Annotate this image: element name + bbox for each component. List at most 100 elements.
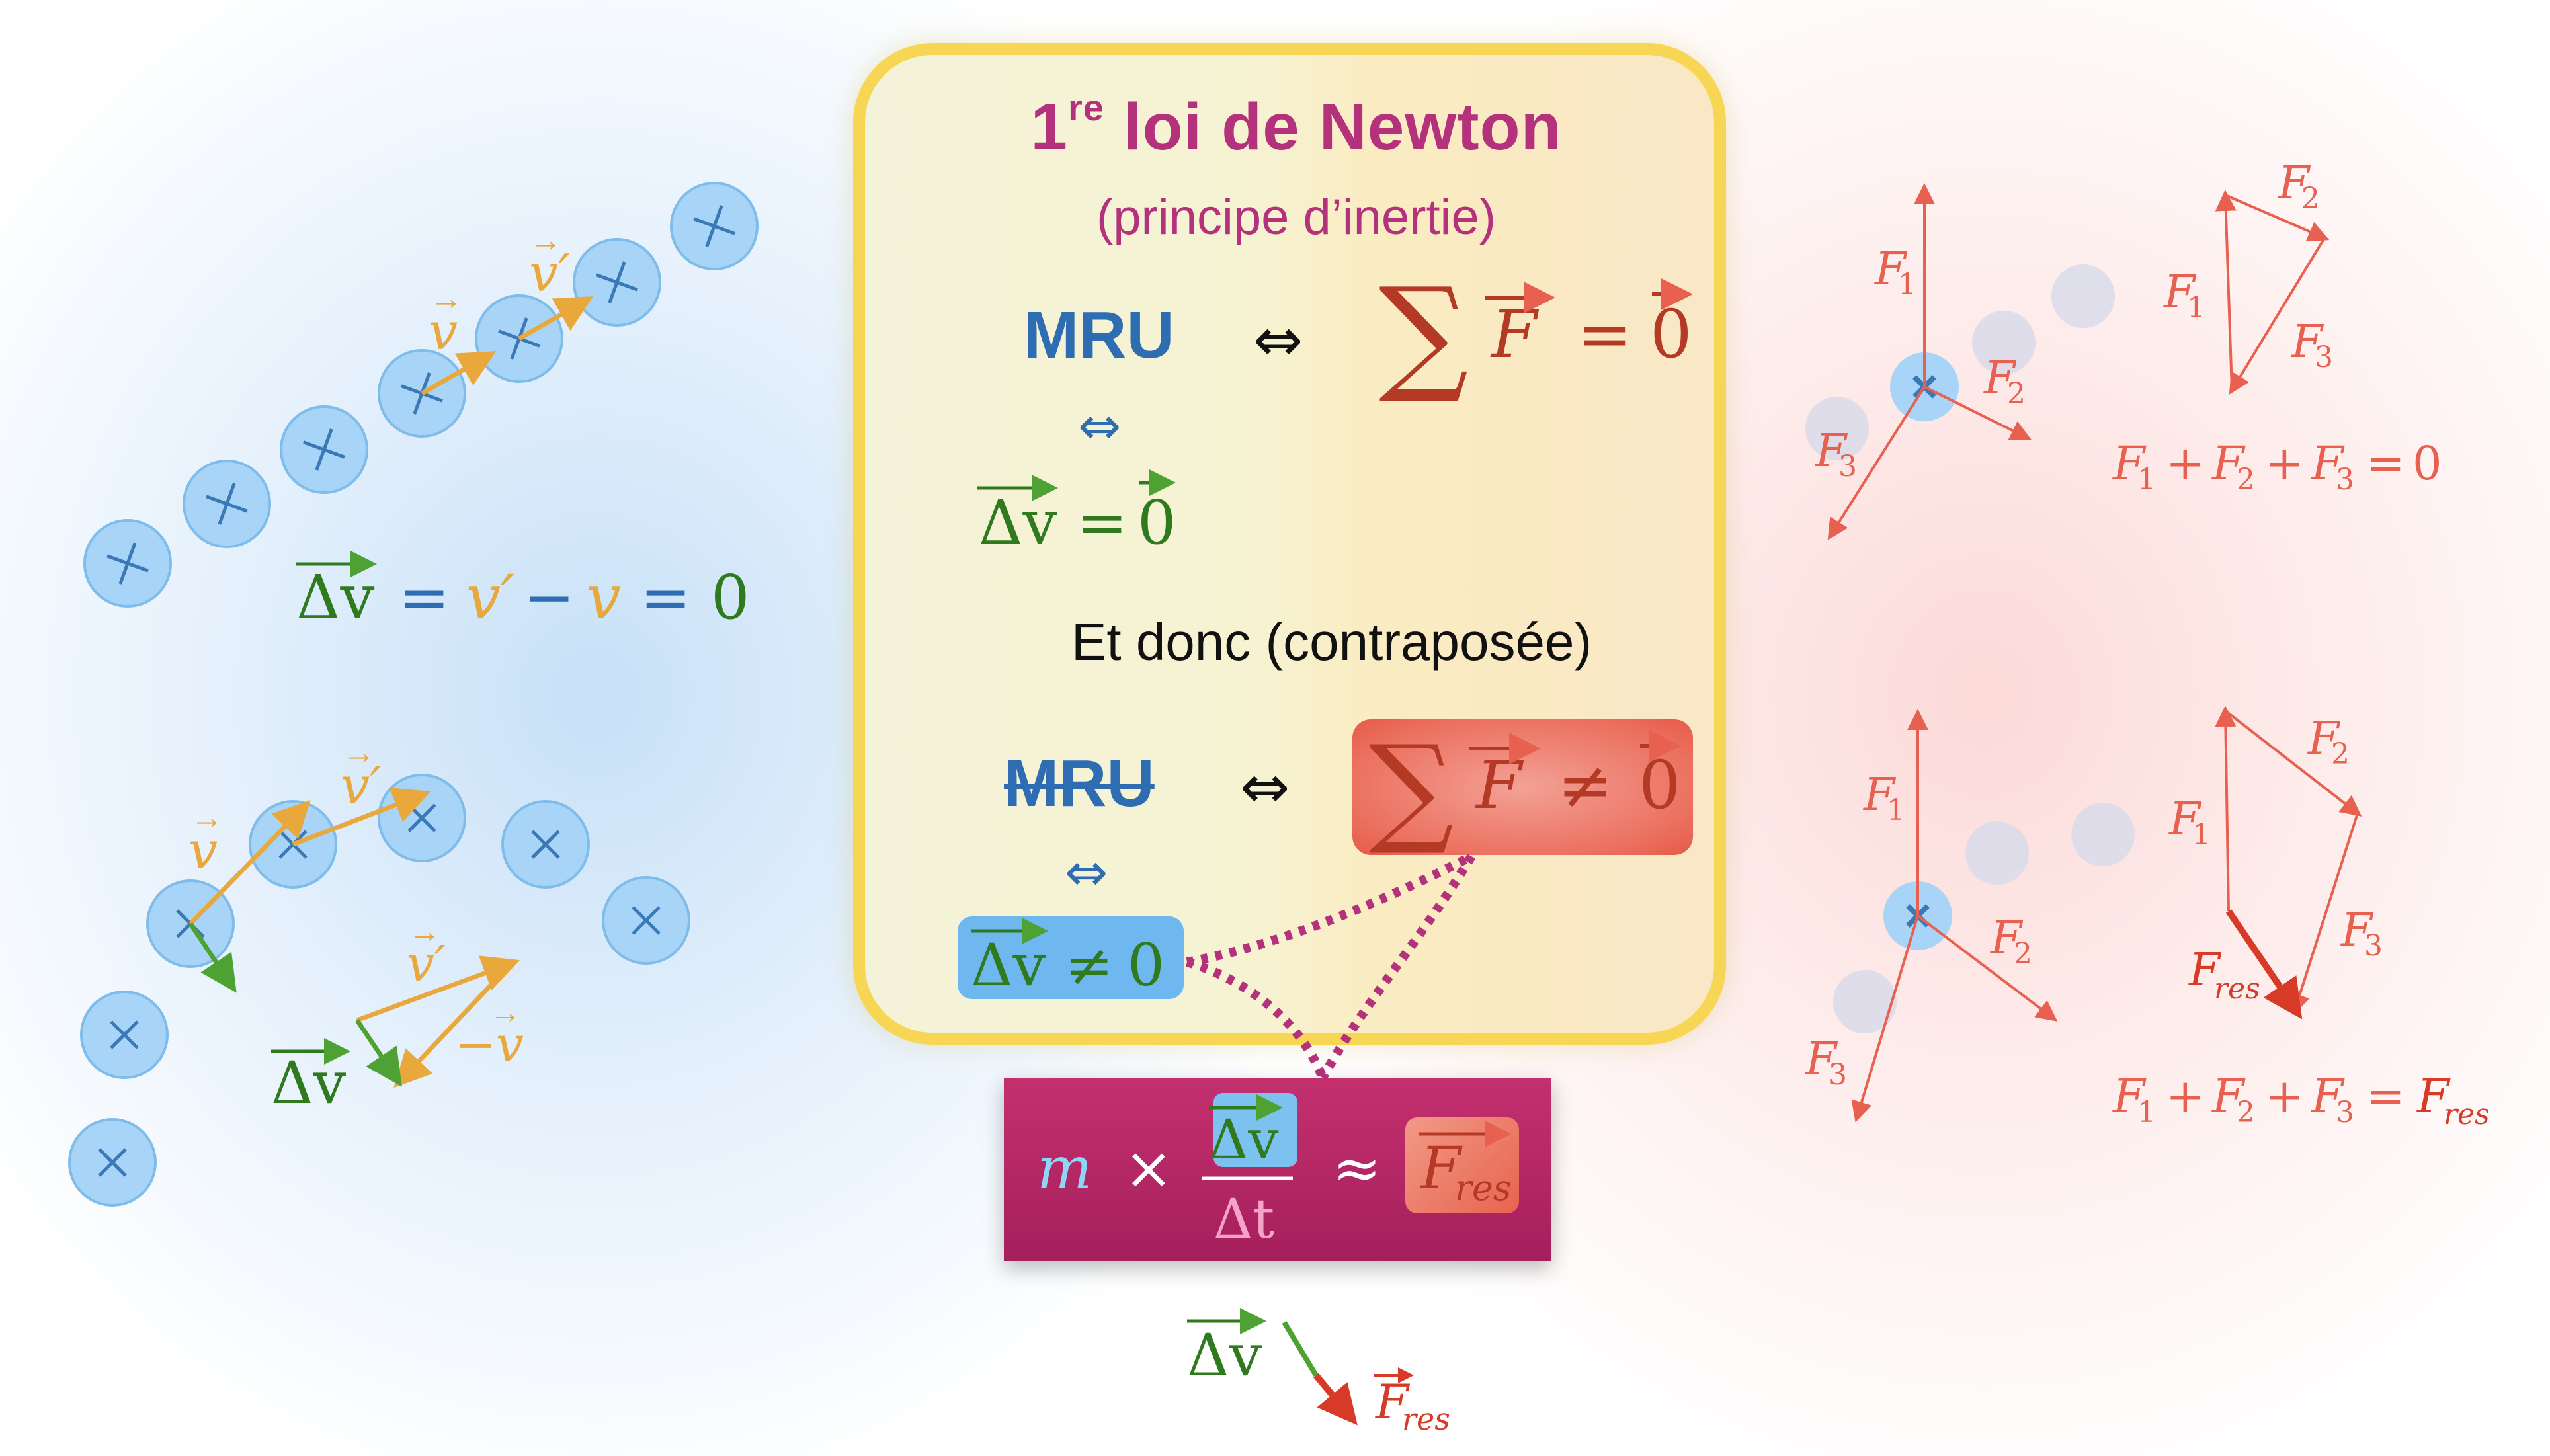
rb-tri-f3-sub: 3 [2364, 929, 2383, 963]
rt-f3: F [1814, 425, 1848, 477]
force-f: F [1490, 296, 1540, 373]
panel-delta-v: Δv [979, 487, 1057, 558]
eq-minus: − [524, 562, 575, 633]
numerator-highlight [1213, 1093, 1297, 1167]
zero-vector: 0 [1650, 296, 1692, 373]
curved-motion-particles [68, 774, 690, 1207]
panel-equals: = [1077, 487, 1128, 558]
particle [602, 876, 690, 965]
formula-denominator: Δt [1213, 1188, 1274, 1251]
formula-mass: m [1037, 1134, 1092, 1202]
svg-text:1: 1 [2137, 463, 2156, 497]
panel-subtitle: (principe d’inertie) [1096, 189, 1497, 245]
central-panel [853, 43, 1726, 1045]
formula-numerator: Δv [1209, 1109, 1279, 1172]
curved-v-prime-vec-arrow: → [343, 734, 376, 771]
rt-tri-f2-sub: 2 [2301, 182, 2320, 216]
neq-symbol: ≠ [1557, 747, 1613, 824]
v-label: v [429, 302, 458, 362]
rb-tri-f2-sub: 2 [2331, 737, 2350, 771]
box-zero: 0 [1128, 931, 1165, 999]
triangle-delta-v-label: Δv [271, 1049, 347, 1117]
velocity-arrow [188, 799, 311, 926]
svg-text:0: 0 [2412, 436, 2442, 491]
velocity-prime-arrow [292, 787, 431, 847]
formula-times: × [1124, 1134, 1173, 1202]
svg-text:=: = [2366, 436, 2405, 491]
particle [80, 991, 169, 1079]
title-rest: loi de Newton [1104, 90, 1562, 164]
triangle-v-prime-label: v′ [407, 936, 446, 992]
particle [501, 800, 590, 889]
triangle-v-prime-vec: → [409, 914, 440, 950]
rt-tri-f2: F [2277, 157, 2311, 210]
dotted-connector-1 [1186, 852, 1474, 967]
svg-text:F: F [2112, 1069, 2147, 1123]
svg-text:+: + [2166, 1069, 2205, 1123]
particle [68, 1118, 157, 1207]
svg-text:3: 3 [2336, 1096, 2354, 1129]
rb-f1-sub: 1 [1887, 793, 1905, 827]
formula-approx: ≈ [1333, 1134, 1381, 1202]
rb-f1: F [1862, 769, 1897, 821]
curved-v-label: v [188, 821, 218, 881]
sum-symbol-2: ∑ [1369, 720, 1454, 858]
svg-text:=: = [2366, 1069, 2405, 1123]
particle [573, 238, 661, 327]
bottom-force-sub: res [1402, 1401, 1450, 1437]
svg-text:F: F [2416, 1069, 2451, 1123]
mru-label: MRU [1024, 298, 1174, 372]
dotted-connector-2 [1318, 854, 1476, 1080]
rb-tri-f2: F [2307, 713, 2341, 765]
rb-equation: F 1 + F 2 + F 3 = F res [2112, 1069, 2490, 1131]
rt-f2: F [1983, 352, 2017, 405]
bottom-green-arrow [1282, 1320, 1319, 1377]
bottom-delta-v: Δv [1187, 1321, 1262, 1389]
rt-tri-f3-sub: 3 [2315, 341, 2333, 374]
formula-force: F [1419, 1134, 1463, 1202]
rb-f3-sub: 3 [1829, 1058, 1847, 1092]
equivalence-symbol-vertical: ⇔ [1078, 397, 1122, 456]
eq-v-prime: v′ [466, 562, 514, 633]
rb-fres-sub: res [2214, 972, 2260, 1006]
rb-tri-f3: F [2340, 905, 2374, 957]
box-delta-v: Δv [971, 931, 1046, 999]
formula-force-sub: res [1455, 1167, 1511, 1209]
delta-v-arrow [188, 922, 237, 993]
v-vec-arrow: → [430, 280, 463, 317]
rb-f2: F [1989, 912, 2024, 965]
svg-text:3: 3 [2336, 463, 2354, 497]
zero-vector-2: 0 [1639, 747, 1681, 824]
title-number: 1 [1030, 90, 1068, 164]
triangle-minus-v-label: −v [455, 1016, 524, 1073]
svg-text:2: 2 [2237, 1096, 2255, 1129]
unbalanced-forces-diagram [1833, 706, 2362, 1123]
rt-f3-sub: 3 [1838, 450, 1857, 483]
rt-f1-sub: 1 [1898, 268, 1916, 302]
velocity-prime-arrow [518, 296, 594, 341]
box-neq: ≠ [1065, 931, 1114, 999]
equivalence-symbol-vertical-2: ⇔ [1065, 843, 1108, 903]
curved-v-prime-label: v′ [341, 756, 382, 816]
svg-text:F: F [2310, 436, 2345, 491]
particle [670, 182, 759, 270]
eq-v: v [587, 562, 621, 633]
panel-zero: 0 [1137, 487, 1176, 558]
rt-f1: F [1873, 243, 1908, 296]
force-f-2: F [1475, 747, 1524, 824]
equivalence-symbol: ⇔ [1253, 305, 1303, 375]
title-superscript: re [1067, 87, 1104, 128]
svg-text:F: F [2112, 436, 2147, 491]
triangle-minus-v-vec: → [489, 995, 521, 1030]
particle [183, 460, 271, 548]
eq-zero: 0 [711, 562, 750, 633]
sum-symbol: ∑ [1379, 261, 1469, 407]
curved-v-vec-arrow: → [190, 799, 224, 836]
svg-text:2: 2 [2237, 463, 2255, 497]
svg-text:+: + [2265, 436, 2304, 491]
rt-tri-f1-sub: 1 [2187, 291, 2205, 325]
equals-symbol: = [1577, 296, 1633, 373]
rt-f2-sub: 2 [2007, 377, 2026, 411]
